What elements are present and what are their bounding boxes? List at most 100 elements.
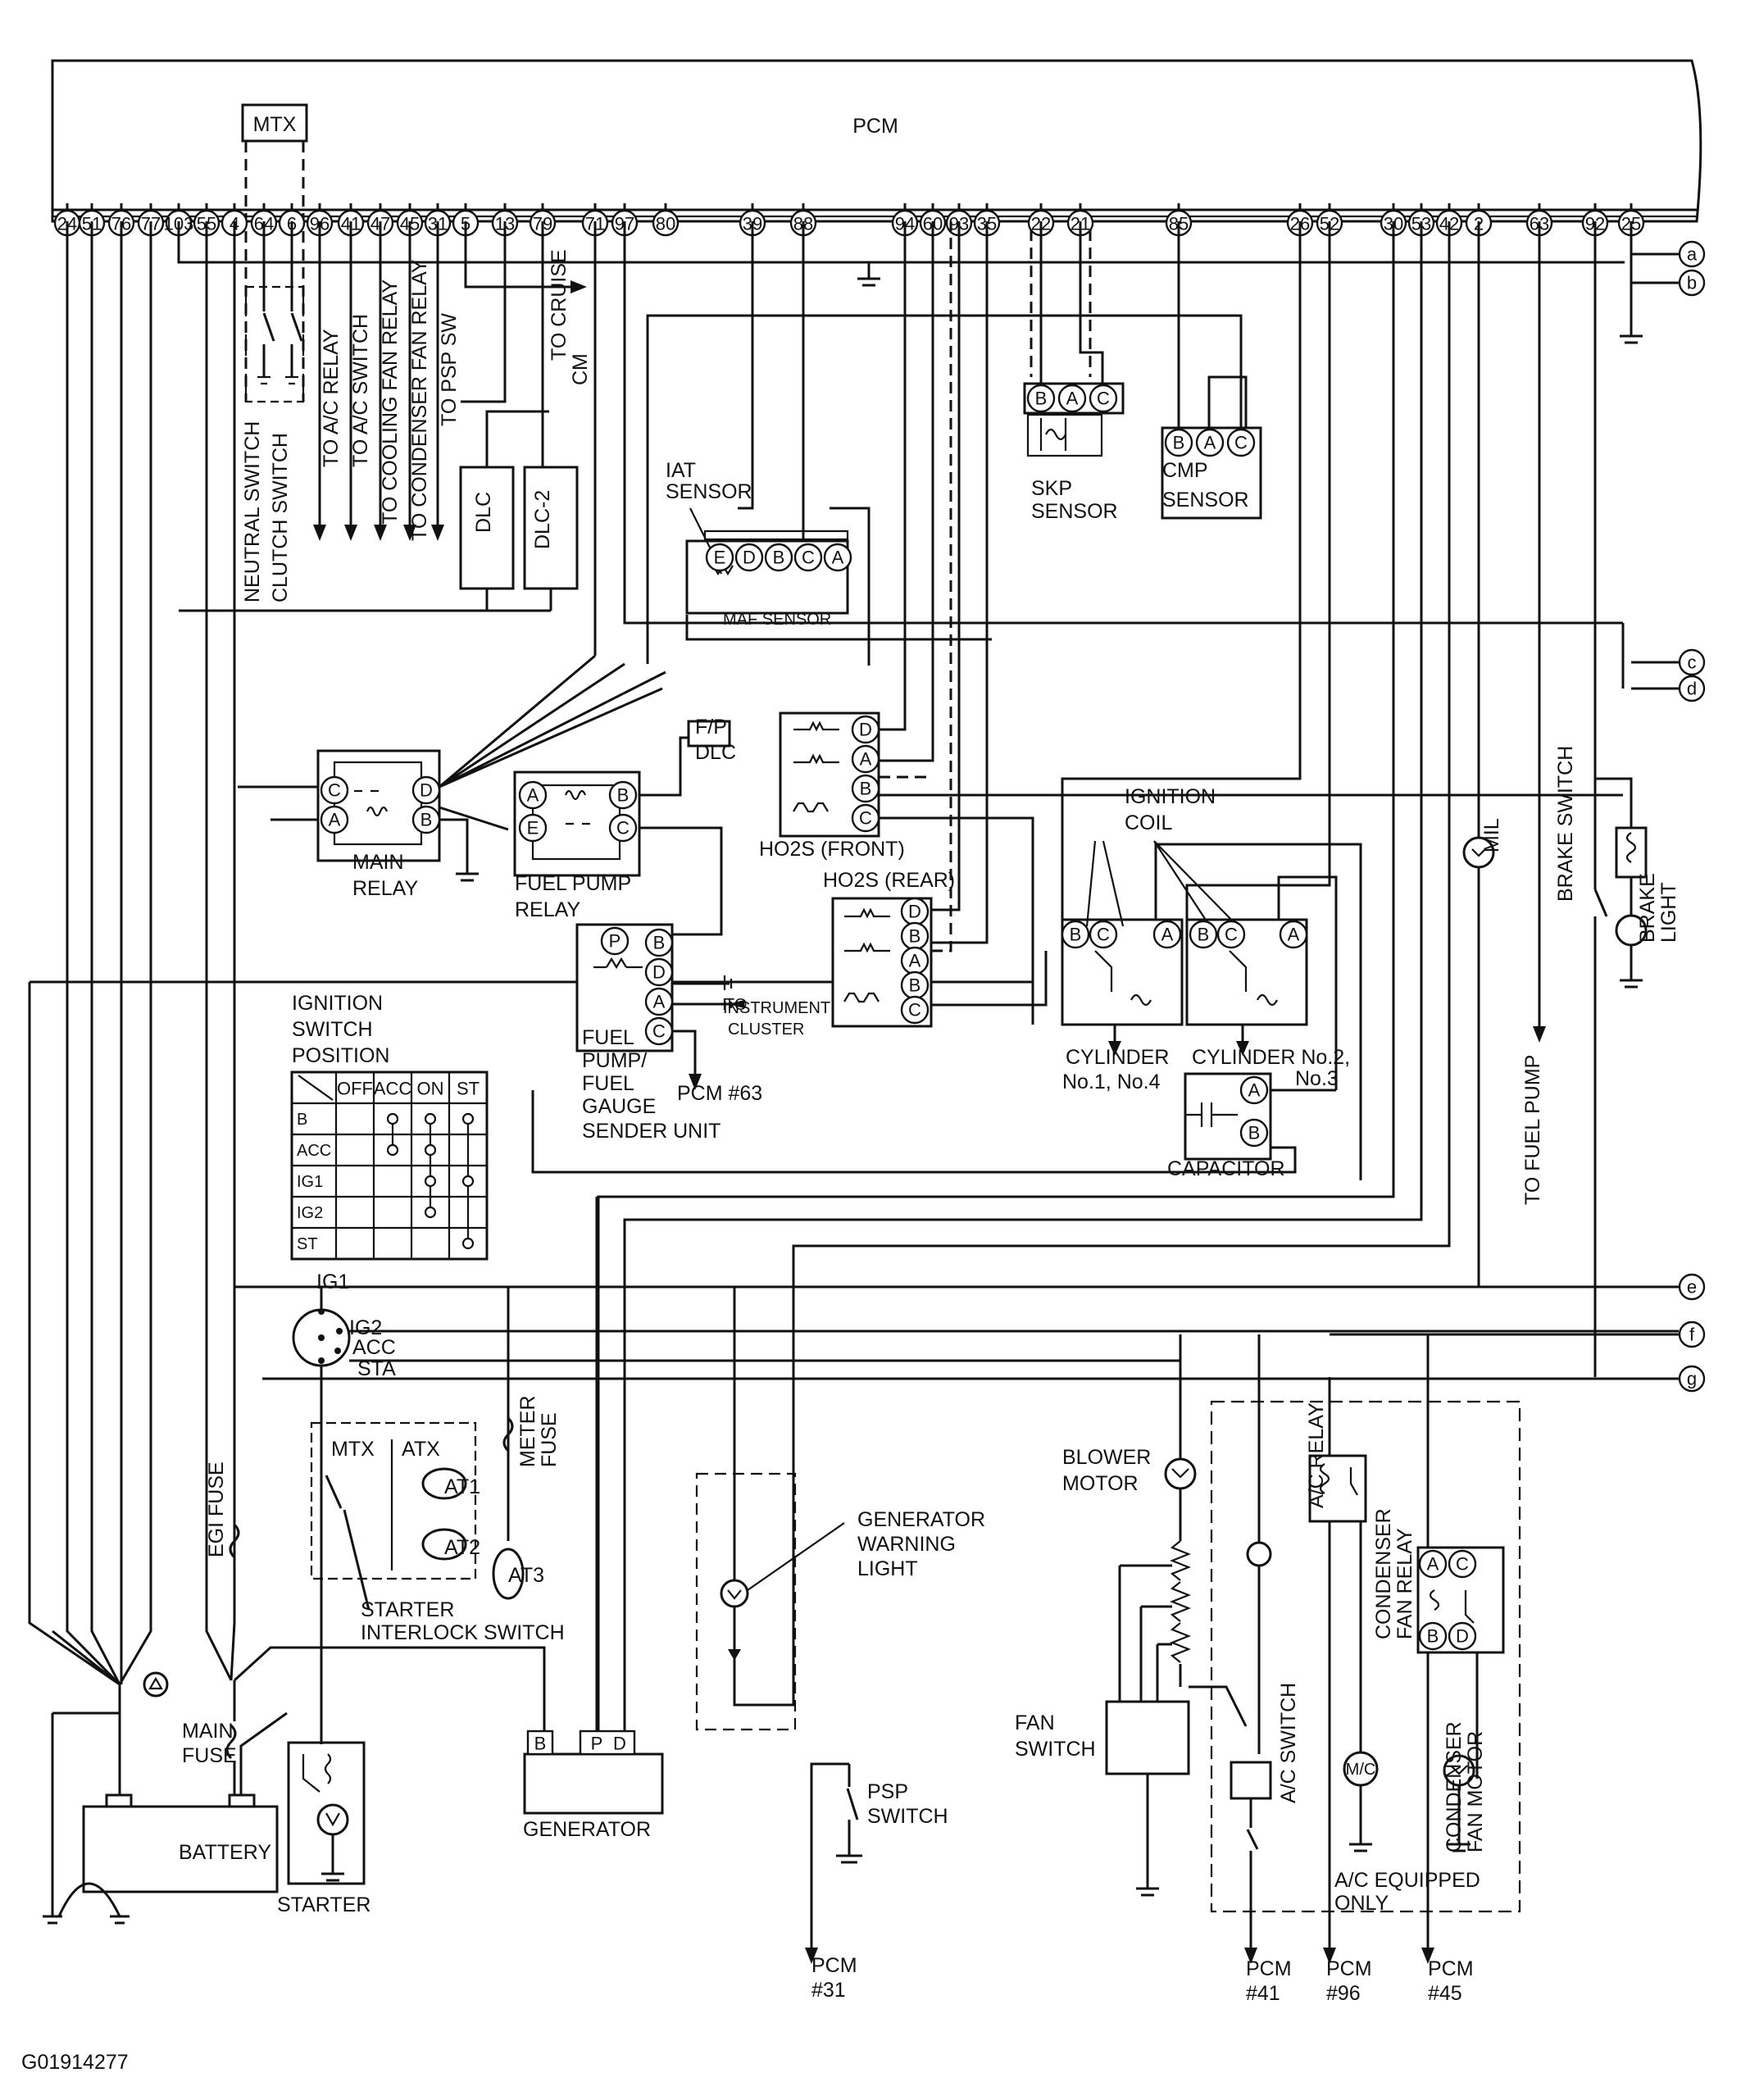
svg-text:A: A <box>1248 1080 1261 1101</box>
capacitor-pins: AB <box>1239 1075 1269 1148</box>
svg-text:D: D <box>652 962 666 983</box>
svg-text:D: D <box>859 720 872 740</box>
label-at2: AT2 <box>444 1536 480 1559</box>
left-feed-wires <box>28 221 1625 1686</box>
main-relay-pin-d: D <box>411 775 441 805</box>
ign-table-header: OFF <box>337 1079 373 1099</box>
label-blower1: BLOWER <box>1062 1446 1151 1469</box>
label-fig: G01914277 <box>21 2051 129 2074</box>
label-brake_l2: LIGHT <box>1657 882 1680 943</box>
label-mtx2: MTX <box>331 1438 375 1461</box>
ign-table-row-label: IG2 <box>297 1204 323 1222</box>
pcm-label: PCM <box>852 115 898 138</box>
label-starter: STARTER <box>277 1893 370 1916</box>
ho2sr-pin-2: A <box>900 946 930 975</box>
label-fp_dlc1: F/P <box>695 716 727 739</box>
label-gwl2: WARNING <box>857 1533 956 1556</box>
label-fan1: FAN <box>1015 1711 1055 1734</box>
mtx-label: MTX <box>253 113 297 136</box>
label-pcm41b: #41 <box>1246 1982 1280 2005</box>
ign-table-row-label: IG1 <box>297 1173 323 1191</box>
label-sta: STA <box>357 1357 396 1380</box>
label-mfuse1: MAIN <box>182 1720 234 1743</box>
main-relay <box>238 221 1623 882</box>
svg-text:E: E <box>714 548 726 568</box>
bus-joiners <box>1330 623 1679 1336</box>
label-gwl3: LIGHT <box>857 1557 918 1580</box>
svg-text:B: B <box>773 548 785 568</box>
svg-text:C: C <box>859 808 872 829</box>
label-battery: BATTERY <box>179 1841 271 1864</box>
ignition-switch <box>234 1285 1679 1744</box>
label-pcm31b: #31 <box>811 1979 846 2002</box>
sender-pin-p: P <box>600 926 630 956</box>
label-ac_switch: TO A/C SWITCH <box>349 314 372 467</box>
label-psp: TO PSP SW <box>438 313 461 426</box>
svg-text:D: D <box>908 902 921 922</box>
label-mil: MIL <box>1480 818 1503 852</box>
svg-text:D: D <box>1456 1626 1469 1647</box>
label-fp_dlc2: DLC <box>695 741 736 764</box>
coil2-pin-a: A <box>1279 920 1308 949</box>
maf-pin-b: B <box>764 543 793 572</box>
bus-ref-label: e <box>1687 1277 1697 1298</box>
label-isp2: SWITCH <box>292 1018 373 1041</box>
bus-ref-label: g <box>1687 1369 1697 1389</box>
label-cmp1: CMP <box>1162 459 1208 482</box>
label-dlc2: DLC-2 <box>531 490 554 549</box>
label-cruise2: CM <box>569 353 592 385</box>
bus-ref-label: d <box>1687 679 1697 699</box>
ho2sr-pin-0: D <box>900 897 930 926</box>
coil2-pin-b: B <box>1189 920 1218 949</box>
svg-text:B: B <box>1248 1123 1261 1143</box>
svg-text:A: A <box>1288 925 1300 945</box>
label-ho2s_r: HO2S (REAR) <box>823 869 955 892</box>
label-generator: GENERATOR <box>523 1818 651 1841</box>
coil2-pin-c: C <box>1216 920 1246 949</box>
svg-text:C: C <box>652 1021 666 1042</box>
svg-text:A: A <box>1204 433 1216 453</box>
ign-table-row-label: ACC <box>297 1142 331 1160</box>
label-cyl14b: No.1, No.4 <box>1062 1070 1161 1093</box>
output-arrows <box>313 221 587 541</box>
label-cyl23a: CYLINDER No.2, <box>1192 1046 1350 1069</box>
label-instr1: TO <box>725 996 747 1014</box>
svg-text:B: B <box>534 1734 547 1754</box>
bus-ref-c: c <box>1631 648 1706 676</box>
label-cruise1: TO CRUISE <box>548 249 570 361</box>
fp-relay-pin-b: B <box>608 780 638 810</box>
blower-fan-switch <box>1105 1334 1197 1897</box>
bus-ref-a: a <box>1631 240 1706 268</box>
label-mfuse2: FUSE <box>182 1744 237 1767</box>
svg-text:A: A <box>909 951 921 971</box>
svg-text:C: C <box>908 1000 921 1020</box>
svg-text:C: C <box>1097 925 1110 945</box>
ho2sf-pin-c: C <box>851 803 880 833</box>
sender-pin-a: A <box>644 987 674 1016</box>
label-cyl23b: No.3 <box>1295 1067 1339 1090</box>
svg-text:C: C <box>328 780 341 801</box>
ho2sf-pin-a: A <box>851 744 880 774</box>
bus-ref-label: c <box>1688 652 1697 673</box>
svg-text:B: B <box>1035 389 1048 409</box>
maf-pin-d: D <box>734 543 764 572</box>
label-iat2: SENSOR <box>666 480 752 503</box>
ign-table-row-label: ST <box>297 1235 318 1253</box>
label-ac_sw2: A/C SWITCH <box>1277 1683 1300 1803</box>
coil1-pin-c: C <box>1089 920 1118 949</box>
svg-text:C: C <box>1097 389 1110 409</box>
cond-relay-pin-c: C <box>1448 1549 1477 1579</box>
svg-text:C: C <box>616 818 630 839</box>
maf-sensor <box>685 221 992 666</box>
label-ac_relay2: A/C RELAY <box>1305 1402 1328 1508</box>
maf-pin-e: E <box>705 543 734 572</box>
label-fpu2: PUMP/ <box>582 1049 647 1072</box>
svg-text:A: A <box>1427 1554 1439 1575</box>
